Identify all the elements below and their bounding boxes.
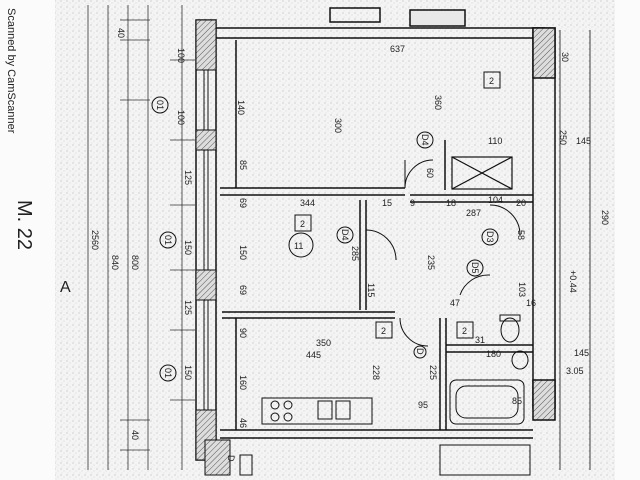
exterior-wall-right [532,27,591,470]
dim-gap: 15 [382,198,392,208]
dim-gap: 16 [526,298,536,308]
exterior-wall-top [216,7,545,39]
dim-room-top-width: 637 [390,44,405,54]
dim-bath-width: 180 [486,349,501,359]
dim-kitchen-depth: 228 [371,365,381,380]
dim-right-c: 145 [574,348,589,358]
dim-wc-width: 31 [475,335,485,345]
room-tag: 2 [381,326,386,336]
axis-marker-label: 01 [163,368,173,378]
sink [317,400,333,420]
dim-total-length: 2560 [90,230,100,250]
dim-wall-seg: 125 [183,170,193,185]
dim-inner-c: 46 [238,418,248,428]
left-dimension-lines [87,5,195,470]
room-circle-label: 11 [294,241,303,251]
dim-right-b: 250 [558,130,568,145]
dim-door-b: 58 [516,230,526,240]
section-mark: A [60,279,71,296]
elevation-mark: +0.44 [568,270,578,293]
dim-right-a: 145 [576,136,591,146]
dim-door-c: 85 [512,396,522,406]
dim-gap: 9 [410,198,415,208]
room-tag: 2 [462,326,467,336]
scan-background [55,0,615,480]
dim-window-b: 69 [238,285,248,295]
dim-kitchen-width: 350 [316,338,331,348]
dim-bath-depth: 225 [428,365,438,380]
kitchen-counter [261,397,373,425]
room-tag: 2 [489,76,494,86]
dim-room-mid-depth: 300 [333,118,343,133]
hob-burner [270,412,280,422]
dim-closet-b: 104 [488,195,503,205]
dim-window-c: 69 [238,198,248,208]
axis-marker-label: 01 [163,235,173,245]
dim-closet-depth: 60 [425,168,435,178]
toilet [500,317,520,343]
washbasin [511,350,529,370]
sink [335,400,351,420]
dim-wall-seg: 100 [176,110,186,125]
dim-room-middle-width: 344 [300,198,315,208]
exterior-wall-left [195,19,217,461]
door-tag: D5 [470,262,480,274]
dim-corridor-width: 287 [466,208,481,218]
dim-inner-b: 90 [238,328,248,338]
bathtub [449,379,525,425]
axis-marker-label: 01 [155,100,165,110]
dim-right-f: 3.05 [566,366,584,376]
door-swings [365,159,521,347]
dim-wc-depth: 103 [517,282,527,297]
door-tag: D [415,348,425,355]
dim-kitchen-total: 445 [306,350,321,360]
door-tag: D [226,455,236,462]
handwritten-title: M. 22 [13,200,35,250]
dim-bath-small: 95 [418,400,428,410]
hob-burner [270,400,280,410]
axis-markers [151,96,177,382]
dim-top-b: 100 [176,48,186,63]
bottom-fixtures [204,439,531,476]
room-tag: 2 [300,219,305,229]
dim-left-sub2: 800 [130,255,140,270]
room-tag-boxes [294,71,501,339]
dim-gap: 20 [516,198,526,208]
bathroom-fixtures [449,314,529,425]
dim-left-sub: 840 [110,255,120,270]
dim-window-a: 150 [238,245,248,260]
hob-burner [283,412,293,422]
dim-window-d: 160 [238,375,248,390]
dim-wall-seg: 140 [236,100,246,115]
dim-door-a: 115 [366,283,376,297]
watermark: Scanned by CamScanner [5,8,17,134]
dim-right-e: 290 [600,210,610,225]
dim-gap: 47 [450,298,460,308]
closet [451,156,513,190]
dim-closet-width: 110 [488,136,502,146]
dim-gap: 18 [446,198,456,208]
dim-inner-a: 85 [238,160,248,170]
door-tag: D4 [340,229,350,241]
door-tag: D3 [485,231,495,243]
hob-burner [283,400,293,410]
dim-wall-seg: 125 [183,300,193,315]
dim-right-d: 30 [560,52,570,62]
door-tag: D4 [420,134,430,146]
dim-top-a: 40 [116,28,126,38]
dim-wall-seg: 150 [183,240,193,255]
dim-room-center-depth: 285 [350,246,360,261]
dim-bottom-b: 40 [130,430,140,440]
dim-room-top-depth: 360 [433,95,443,110]
dim-wall-seg: 150 [183,365,193,380]
door-tag-circles [288,131,499,359]
interior-walls [220,40,533,439]
dim-corridor-depth: 235 [426,255,436,270]
